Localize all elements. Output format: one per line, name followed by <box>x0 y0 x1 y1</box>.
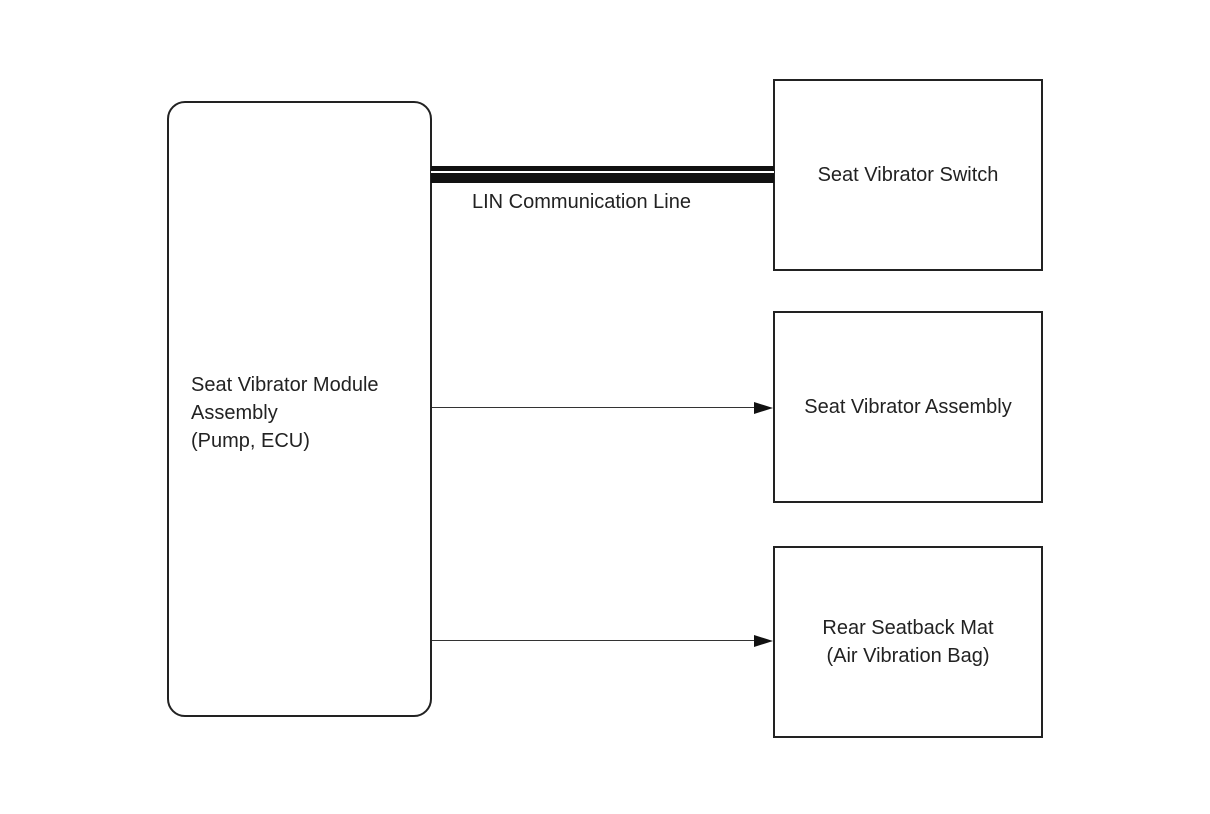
module-to-mat-line <box>432 640 754 641</box>
switch-label-line-1: Seat Vibrator Switch <box>817 164 999 186</box>
lin-communication-line <box>431 166 774 183</box>
mat-label-line-2: (Air Vibration Bag) <box>826 645 990 667</box>
mat-label-line-1: Rear Seatback Mat <box>822 617 994 639</box>
lin-communication-line-label: LIN Communication Line <box>472 191 691 213</box>
rear-seatback-mat-box: Rear Seatback Mat (Air Vibration Bag) <box>773 546 1043 738</box>
switch-label: Seat Vibrator Switch <box>818 161 999 189</box>
module-to-assembly-arrowhead <box>754 402 773 414</box>
module-label-line-3: (Pump, ECU) <box>191 430 310 452</box>
seat-vibrator-switch-box: Seat Vibrator Switch <box>773 79 1043 271</box>
module-to-mat-arrowhead <box>754 635 773 647</box>
assembly-label-line-1: Seat Vibrator Assembly <box>804 396 1012 418</box>
module-to-assembly-line <box>432 407 754 408</box>
module-label: Seat Vibrator Module Assembly (Pump, ECU… <box>191 371 426 455</box>
seat-vibrator-module-assembly-box: Seat Vibrator Module Assembly (Pump, ECU… <box>167 101 432 717</box>
mat-label: Rear Seatback Mat (Air Vibration Bag) <box>822 614 993 670</box>
module-label-line-2: Assembly <box>191 402 278 424</box>
module-label-line-1: Seat Vibrator Module <box>191 374 379 396</box>
seat-vibrator-assembly-box: Seat Vibrator Assembly <box>773 311 1043 503</box>
assembly-label: Seat Vibrator Assembly <box>804 393 1012 421</box>
